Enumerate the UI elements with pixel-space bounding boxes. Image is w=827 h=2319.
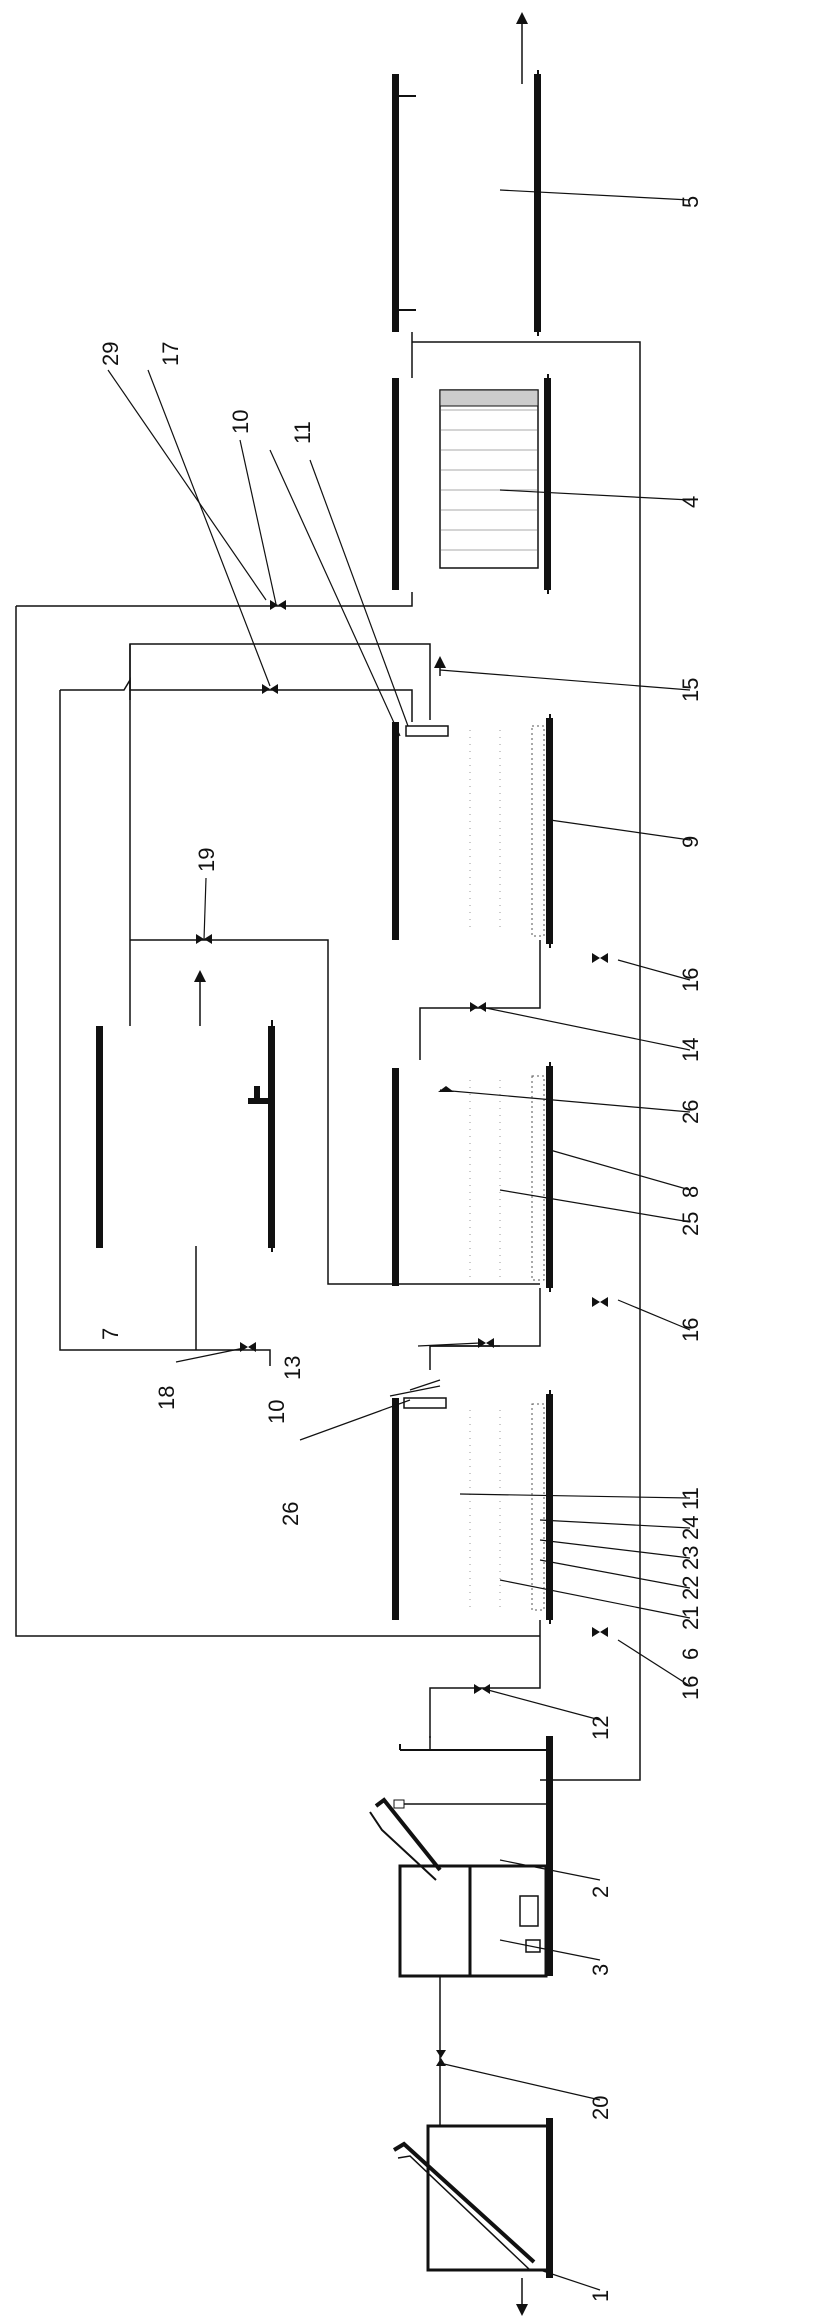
label-9: 9 — [678, 836, 703, 848]
leader-lines — [107, 189, 691, 2291]
label-1: 1 — [588, 2290, 613, 2302]
tank-7 — [96, 1020, 275, 1252]
label-15: 15 — [678, 678, 703, 702]
label-25: 25 — [678, 1212, 703, 1236]
label-11-bottom: 11 — [678, 1487, 703, 1510]
label-21: 21 — [678, 1606, 703, 1630]
tank-5 — [392, 70, 541, 336]
callout-labels: 5 4 15 9 16 14 26 8 25 16 11 24 23 22 21… — [98, 196, 703, 2302]
label-10-top: 10 — [228, 410, 253, 434]
label-2: 2 — [588, 1886, 613, 1898]
label-14: 14 — [678, 1038, 703, 1062]
label-7: 7 — [98, 1328, 123, 1340]
label-16-bottom: 16 — [678, 1676, 703, 1700]
unit-2 — [369, 1797, 548, 1978]
label-29: 29 — [98, 342, 123, 366]
label-5: 5 — [678, 196, 703, 208]
piping — [15, 592, 541, 2126]
unit-3 — [393, 1736, 553, 1976]
label-16-top: 16 — [678, 968, 703, 992]
valves — [196, 600, 608, 2066]
tank-4 — [392, 374, 551, 594]
filter-media-hatching — [440, 409, 538, 551]
label-11-top: 11 — [290, 421, 315, 444]
label-19: 19 — [194, 848, 219, 872]
label-8: 8 — [678, 1186, 703, 1198]
label-6: 6 — [678, 1648, 703, 1660]
tank-8 — [392, 1062, 553, 1292]
label-17: 17 — [158, 342, 183, 366]
label-23: 23 — [678, 1546, 703, 1570]
label-26-top: 26 — [678, 1100, 703, 1124]
tank-9 — [392, 714, 553, 948]
label-24: 24 — [678, 1516, 703, 1540]
label-10-bottom: 10 — [264, 1400, 289, 1424]
label-3: 3 — [588, 1964, 613, 1976]
label-20: 20 — [588, 2096, 613, 2120]
label-4: 4 — [678, 496, 703, 508]
tank-1 — [392, 2118, 553, 2278]
label-13: 13 — [280, 1356, 305, 1380]
return-pipe-right — [412, 341, 641, 1781]
label-22: 22 — [678, 1576, 703, 1600]
label-12: 12 — [588, 1716, 613, 1740]
label-18: 18 — [154, 1386, 179, 1410]
label-26-bottom: 26 — [278, 1502, 303, 1526]
tank-6 — [392, 1390, 553, 1624]
label-16-mid: 16 — [678, 1318, 703, 1342]
